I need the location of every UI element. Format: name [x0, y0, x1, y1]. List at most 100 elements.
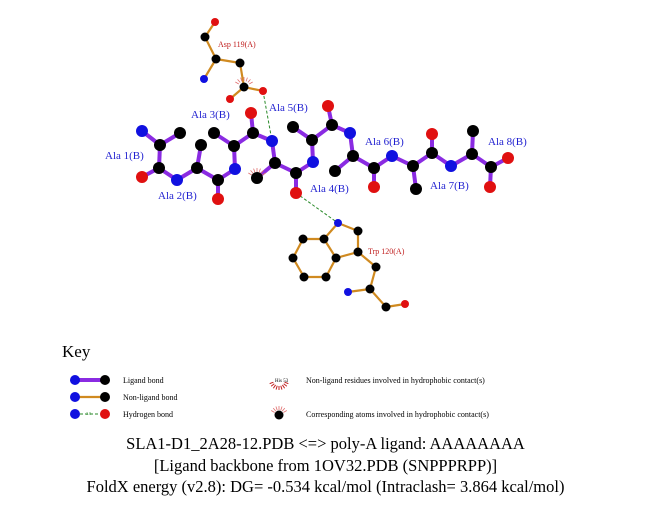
oxygen-atom — [484, 181, 496, 193]
key-hydrophobic-atom-icon — [281, 407, 286, 412]
key-hydrophobic-residue-icon — [270, 383, 275, 387]
carbon-atom — [306, 134, 318, 146]
residue-label-ala6: Ala 6(B) — [365, 136, 404, 148]
nitrogen-atom — [70, 392, 80, 402]
residue-label-ala2: Ala 2(B) — [158, 190, 197, 202]
nitrogen-atom — [344, 288, 352, 296]
hydrogen-bond — [262, 90, 273, 142]
hydrophobic-contact-mark — [235, 81, 239, 85]
carbon-atom — [347, 150, 359, 162]
carbon-atom — [407, 160, 419, 172]
carbon-atom — [371, 262, 381, 272]
carbon-atom — [100, 375, 110, 385]
hydrophobic-contact-mark — [247, 79, 251, 83]
carbon-atom — [319, 234, 329, 244]
carbon-atom — [353, 226, 363, 236]
carbon-atom — [200, 32, 210, 42]
carbon-atom — [466, 148, 478, 160]
key-title: Key — [62, 342, 91, 361]
residue-label-ala3: Ala 3(B) — [191, 109, 230, 121]
oxygen-atom — [245, 107, 257, 119]
carbon-atom — [353, 247, 363, 257]
oxygen-atom — [136, 171, 148, 183]
oxygen-atom — [401, 300, 409, 308]
key-hydrophobic-atom-icon — [283, 410, 288, 413]
oxygen-atom — [211, 18, 219, 26]
carbon-atom — [331, 253, 341, 263]
hydrophobic-contact-mark — [248, 172, 252, 176]
key-hydrophobic-atom-icon — [280, 406, 283, 411]
nitrogen-atom — [229, 163, 241, 175]
carbon-atom — [326, 119, 338, 131]
carbon-atom — [368, 162, 380, 174]
oxygen-atom — [100, 409, 110, 419]
caption-line-3: FoldX energy (v2.8): DG= -0.534 kcal/mol… — [86, 477, 565, 496]
carbon-atom — [239, 82, 249, 92]
residue-label-trp120: Trp 120(A) — [368, 247, 405, 256]
nitrogen-atom — [70, 409, 80, 419]
carbon-atom — [467, 125, 479, 137]
nitrogen-atom — [136, 125, 148, 137]
key-hydrophobic-residues-label: Non-ligand residues involved in hydropho… — [306, 376, 485, 385]
nitrogen-atom — [266, 135, 278, 147]
key-hydrophobic-atom-icon — [275, 406, 278, 411]
key-hydrophobic-atom-icon — [270, 410, 275, 413]
key-hydrophobic-residue-icon — [272, 384, 277, 389]
carbon-atom — [251, 172, 263, 184]
oxygen-atom — [322, 100, 334, 112]
residue-label-ala4: Ala 4(B) — [310, 183, 349, 195]
hydrophobic-contact-mark — [260, 170, 264, 174]
key-ligand-bond-label: Ligand bond — [123, 376, 164, 385]
oxygen-atom — [259, 87, 267, 95]
hydrophobic-contact-mark — [262, 172, 266, 176]
carbon-atom — [298, 234, 308, 244]
oxygen-atom — [290, 187, 302, 199]
key-hydrophobic-residue-icon — [275, 385, 278, 390]
carbon-atom — [174, 127, 186, 139]
key-hydrogen-bond-label: Hydrogen bond — [123, 410, 173, 419]
oxygen-atom — [212, 193, 224, 205]
carbon-atom — [269, 157, 281, 169]
key-hydrophobic-residue-icon — [281, 384, 286, 389]
hydrophobic-contact-mark — [245, 77, 248, 82]
nitrogen-atom — [171, 174, 183, 186]
key-nonligand-bond-label: Non-ligand bond — [123, 393, 178, 402]
hydrophobic-contact-mark — [237, 79, 241, 83]
key-hydrophobic-residue-icon — [283, 383, 288, 387]
nitrogen-atom — [70, 375, 80, 385]
carbon-atom — [329, 165, 341, 177]
nitrogen-atom — [344, 127, 356, 139]
key-hydrophobic-atoms-label: Corresponding atoms involved in hydropho… — [306, 410, 489, 419]
carbon-atom — [247, 127, 259, 139]
carbon-atom — [410, 183, 422, 195]
key-hydrophobic-atom-icon — [272, 407, 277, 412]
caption-line-1: SLA1-D1_2A28-12.PDB <=> poly-A ligand: A… — [126, 434, 525, 453]
residue-label-ala5: Ala 5(B) — [269, 102, 308, 114]
oxygen-atom — [368, 181, 380, 193]
carbon-atom — [299, 272, 309, 282]
carbon-atom — [154, 139, 166, 151]
residue-label-asp119: Asp 119(A) — [218, 40, 256, 49]
hydrogen-bond — [295, 192, 339, 224]
key-hydrophobic-residue-icon — [280, 385, 283, 390]
carbon-atom — [211, 54, 221, 64]
carbon-atom — [288, 253, 298, 263]
hydrophobic-contact-mark — [253, 168, 256, 173]
carbon-atom — [212, 174, 224, 186]
carbon-atom — [290, 167, 302, 179]
key-example-residue: His 53 — [275, 379, 289, 384]
caption-line-2: [Ligand backbone from 1OV32.PDB (SNPPPRP… — [153, 456, 498, 475]
hydrophobic-contact-mark — [249, 81, 253, 85]
oxygen-atom — [226, 95, 234, 103]
key-hbond-distance: 3.0 — [86, 411, 91, 416]
carbon-atom — [426, 147, 438, 159]
carbon-atom — [485, 161, 497, 173]
carbon-atom — [287, 121, 299, 133]
key-hydrophobic-atom-icon — [274, 410, 284, 420]
carbon-atom — [235, 58, 245, 68]
oxygen-atom — [502, 152, 514, 164]
hydrophobic-contact-mark — [258, 168, 261, 173]
residue-label-ala7: Ala 7(B) — [430, 180, 469, 192]
key-hydrophobic-residue-icon — [269, 381, 274, 385]
